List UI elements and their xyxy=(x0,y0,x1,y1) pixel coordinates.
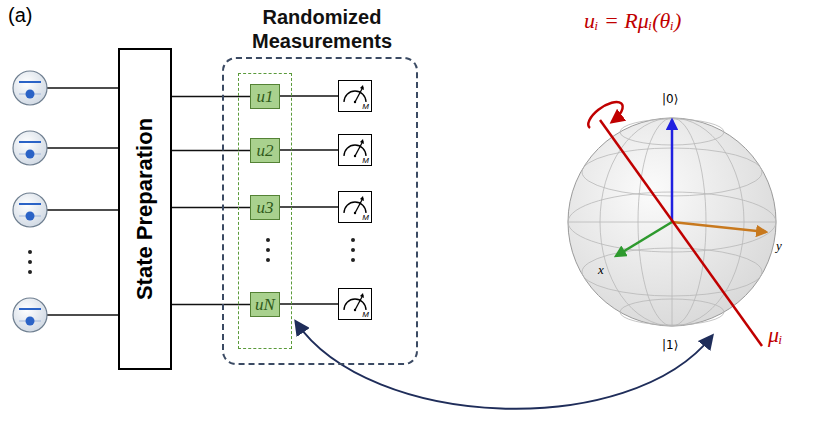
axis-label: μᵢ xyxy=(768,322,783,348)
axis-label: y xyxy=(776,238,782,254)
unitary-label: u2 xyxy=(257,141,274,161)
rotation-formula: uᵢ = Rμᵢ(θᵢ) xyxy=(584,8,681,34)
unitary-label: u3 xyxy=(257,198,274,218)
measurement-group: Randomized Measurementsu1u2u3uNMMMM xyxy=(222,57,418,365)
meter-box: M xyxy=(338,288,372,320)
wire xyxy=(280,303,338,305)
box-title: State Preparation xyxy=(132,118,158,300)
state-label: |1⟩ xyxy=(662,338,678,352)
meter-box: M xyxy=(338,134,372,166)
state-label: |0⟩ xyxy=(662,92,678,106)
wire xyxy=(280,206,338,208)
vertical-dots xyxy=(28,238,355,274)
unitary-box: uN xyxy=(250,292,280,317)
unitary-box: u2 xyxy=(250,138,280,163)
wire xyxy=(280,95,338,97)
meter-label: M xyxy=(362,156,369,165)
unitary-box: u3 xyxy=(250,195,280,220)
axis-label: x xyxy=(598,262,604,278)
unitary-box: u1 xyxy=(250,84,280,109)
panel-label: (a) xyxy=(8,4,32,27)
bloch-sphere xyxy=(568,102,776,346)
meter-label: M xyxy=(362,102,369,111)
unitary-label: uN xyxy=(255,295,275,315)
meter-box: M xyxy=(338,80,372,112)
meter-label: M xyxy=(362,310,369,319)
group-heading: Randomized Measurements xyxy=(232,5,412,53)
state-preparation-box: State Preparation xyxy=(118,48,172,370)
wire xyxy=(280,149,338,151)
link-arrow xyxy=(296,322,712,409)
qubit-icons xyxy=(13,71,118,332)
meter-box: M xyxy=(338,191,372,223)
meter-label: M xyxy=(362,213,369,222)
unitary-label: u1 xyxy=(257,87,274,107)
